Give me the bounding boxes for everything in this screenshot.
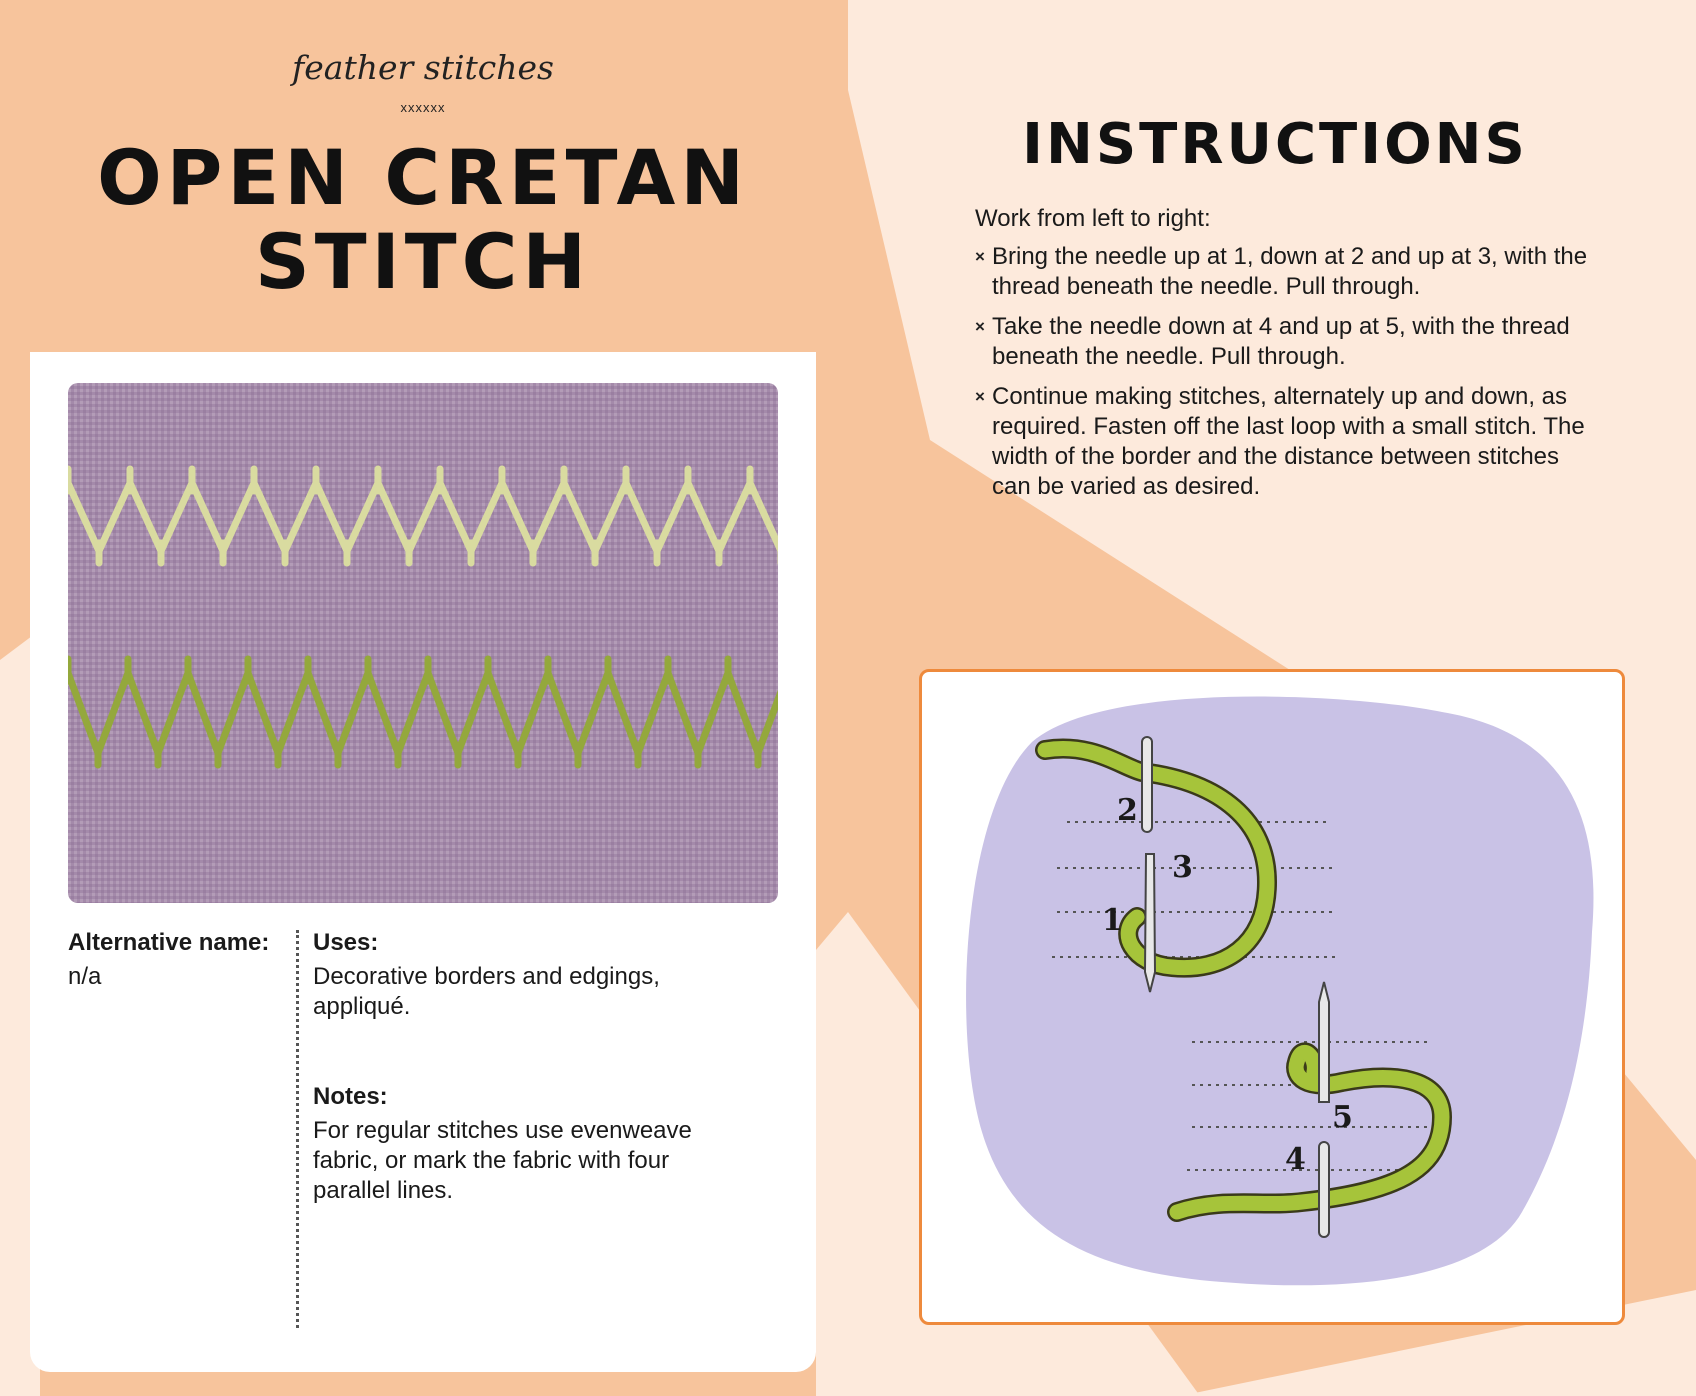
uses-notes-block: Uses: Decorative borders and edgings, ap… <box>313 928 753 1206</box>
needle-upper-top <box>1141 736 1153 833</box>
instruction-step-text: Bring the needle up at 1, down at 2 and … <box>992 243 1588 300</box>
alternative-name-value: n/a <box>68 963 102 990</box>
bullet-cross-icon: × <box>975 247 985 266</box>
label-1: 1 <box>1102 903 1123 938</box>
alternative-name-label: Alternative name: <box>68 929 270 956</box>
needle-upper-bottom <box>1143 853 1157 993</box>
stitch-photo <box>68 383 778 903</box>
label-4: 4 <box>1285 1142 1306 1177</box>
stitch-diagram: 1 2 3 4 5 <box>919 669 1625 1325</box>
instruction-steps: × Bring the needle up at 1, down at 2 an… <box>975 242 1595 502</box>
bullet-cross-icon: × <box>975 387 985 406</box>
uses-label: Uses: <box>313 929 379 956</box>
label-5: 5 <box>1332 1100 1353 1135</box>
instruction-step: × Bring the needle up at 1, down at 2 an… <box>975 242 1595 302</box>
needle-lower-bottom <box>1318 1141 1330 1238</box>
page-title: OPEN CRETAN STITCH <box>0 136 846 304</box>
guide-lines <box>1052 821 1427 1171</box>
label-3: 3 <box>1172 850 1193 885</box>
instruction-step: × Take the needle down at 4 and up at 5,… <box>975 312 1595 372</box>
instructions-body: Work from left to right: × Bring the nee… <box>975 204 1595 512</box>
uses-value: Decorative borders and edgings, appliqué… <box>313 963 660 1020</box>
stitch-zigzag <box>68 474 778 560</box>
alternative-name-block: Alternative name: n/a <box>68 928 288 992</box>
label-2: 2 <box>1117 793 1138 828</box>
instruction-step-text: Take the needle down at 4 and up at 5, w… <box>992 313 1570 370</box>
instructions-title: INSTRUCTIONS <box>1022 112 1528 177</box>
notes-value: For regular stitches use evenweave fabri… <box>313 1117 692 1204</box>
dotted-divider <box>296 930 299 1328</box>
instruction-step-text: Continue making stitches, alternately up… <box>992 383 1585 500</box>
ornament-divider: xxxxxx <box>400 100 446 115</box>
bullet-cross-icon: × <box>975 317 985 336</box>
needle-lower-top <box>1318 981 1330 1103</box>
title-line-2: STITCH <box>254 217 592 306</box>
category-label: feather stitches <box>292 48 554 87</box>
instructions-intro: Work from left to right: <box>975 205 1211 232</box>
notes-label: Notes: <box>313 1083 388 1110</box>
title-line-1: OPEN CRETAN <box>97 133 749 222</box>
instruction-step: × Continue making stitches, alternately … <box>975 382 1595 502</box>
